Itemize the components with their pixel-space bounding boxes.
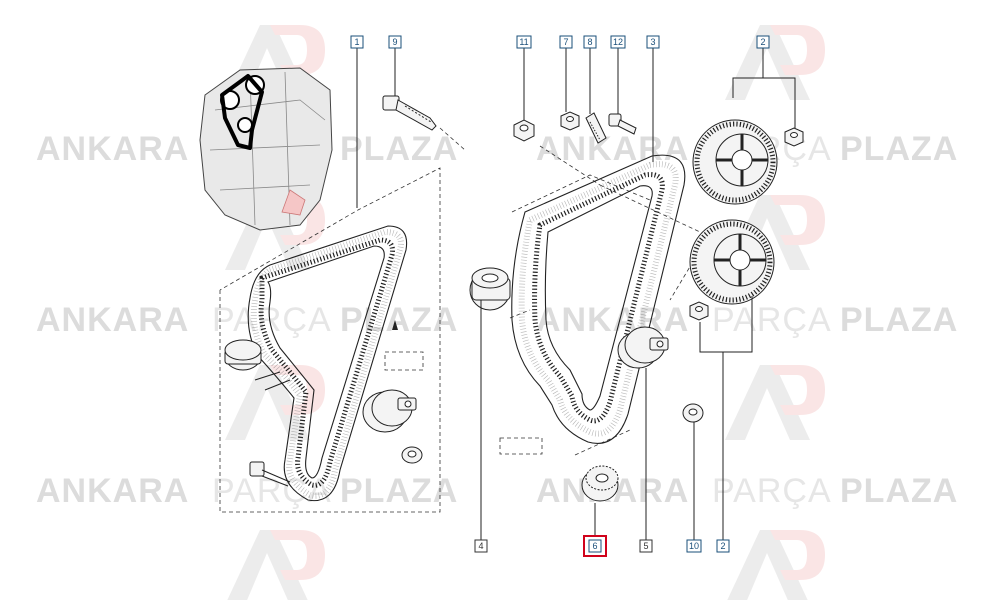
callout-label: 9 bbox=[392, 37, 397, 47]
watermark-word-plaza: PLAZA bbox=[840, 301, 958, 339]
washer-10 bbox=[682, 403, 704, 423]
callout-1[interactable]: 1 bbox=[350, 35, 364, 49]
washer-left bbox=[401, 446, 423, 464]
crank-sprocket bbox=[581, 465, 619, 502]
watermark-word-parca: PARÇA bbox=[212, 472, 332, 510]
watermark-row-3: ANKARA PARÇA PLAZA ANKARA PARÇA PLAZA bbox=[36, 472, 958, 510]
callout-12[interactable]: 12 bbox=[610, 35, 626, 49]
bolt-9 bbox=[382, 95, 437, 131]
callout-3[interactable]: 3 bbox=[646, 35, 660, 49]
callout-label: 4 bbox=[478, 541, 483, 551]
watermark-word-parca: PARÇA bbox=[712, 301, 832, 339]
callout-label: 7 bbox=[563, 37, 568, 47]
nut-7 bbox=[560, 111, 580, 131]
callout-5[interactable]: 5 bbox=[639, 539, 653, 553]
nut-cam-upper bbox=[784, 127, 804, 147]
watermark-word-plaza: PLAZA bbox=[340, 472, 458, 510]
tensioner-right bbox=[617, 326, 669, 369]
cam-pulley-upper bbox=[692, 119, 778, 205]
watermark-word-ankara: ANKARA bbox=[536, 130, 689, 168]
callout-label: 2 bbox=[720, 541, 725, 551]
callout-9[interactable]: 9 bbox=[388, 35, 402, 49]
cam-pulley-lower bbox=[689, 219, 775, 305]
watermark-word-parca: PARÇA bbox=[712, 472, 832, 510]
watermark-word-plaza: PLAZA bbox=[340, 301, 458, 339]
timing-belt-right bbox=[511, 154, 686, 444]
callout-label: 12 bbox=[613, 37, 623, 47]
bolt-12 bbox=[608, 113, 637, 135]
tensioner-left bbox=[362, 389, 417, 433]
callout-label: 10 bbox=[689, 541, 699, 551]
stud-8 bbox=[585, 112, 607, 144]
watermark-word-plaza: PLAZA bbox=[840, 130, 958, 168]
callout-4[interactable]: 4 bbox=[474, 539, 488, 553]
arrow-marks-left bbox=[254, 320, 398, 391]
callout-10[interactable]: 10 bbox=[686, 539, 702, 553]
kit-box-left bbox=[219, 167, 441, 513]
watermark-word-parca: PARÇA bbox=[212, 301, 332, 339]
callout-label: 1 bbox=[354, 37, 359, 47]
callout-2-top[interactable]: 2 bbox=[756, 35, 770, 49]
callout-8[interactable]: 8 bbox=[583, 35, 597, 49]
bolt-left bbox=[249, 461, 291, 487]
callout-11[interactable]: 11 bbox=[516, 35, 532, 49]
idler-pulley-center bbox=[469, 267, 511, 311]
callout-label: 6 bbox=[592, 541, 597, 551]
watermark-word-plaza: PLAZA bbox=[840, 472, 958, 510]
watermark-row-1: ANKARA PARÇA PLAZA ANKARA PARÇA PLAZA bbox=[36, 130, 958, 168]
engine-thumbnail bbox=[199, 67, 333, 231]
watermark-layer: ANKARA PARÇA PLAZA ANKARA PARÇA PLAZA AN… bbox=[36, 25, 958, 600]
callout-label: 11 bbox=[519, 37, 528, 47]
nut-cam-lower bbox=[689, 301, 709, 321]
callout-7[interactable]: 7 bbox=[559, 35, 573, 49]
nut-11 bbox=[513, 119, 535, 142]
leader-lines bbox=[356, 48, 796, 540]
watermark-word-ankara: ANKARA bbox=[536, 301, 689, 339]
watermark-word-ankara: ANKARA bbox=[36, 472, 189, 510]
watermark-word-ankara: ANKARA bbox=[36, 301, 189, 339]
idler-pulley-left bbox=[224, 339, 262, 371]
callout-6[interactable]: 6 bbox=[583, 535, 607, 557]
timing-belt-left bbox=[247, 225, 408, 502]
callout-label: 3 bbox=[650, 37, 655, 47]
watermark-word-ankara: ANKARA bbox=[36, 130, 189, 168]
watermark-row-2: ANKARA PARÇA PLAZA ANKARA PARÇA PLAZA bbox=[36, 301, 958, 339]
watermark-word-plaza: PLAZA bbox=[340, 130, 458, 168]
callout-label: 8 bbox=[587, 37, 592, 47]
callout-label: 5 bbox=[643, 541, 648, 551]
callout-2-bottom[interactable]: 2 bbox=[716, 539, 730, 553]
callout-label: 2 bbox=[760, 37, 765, 47]
